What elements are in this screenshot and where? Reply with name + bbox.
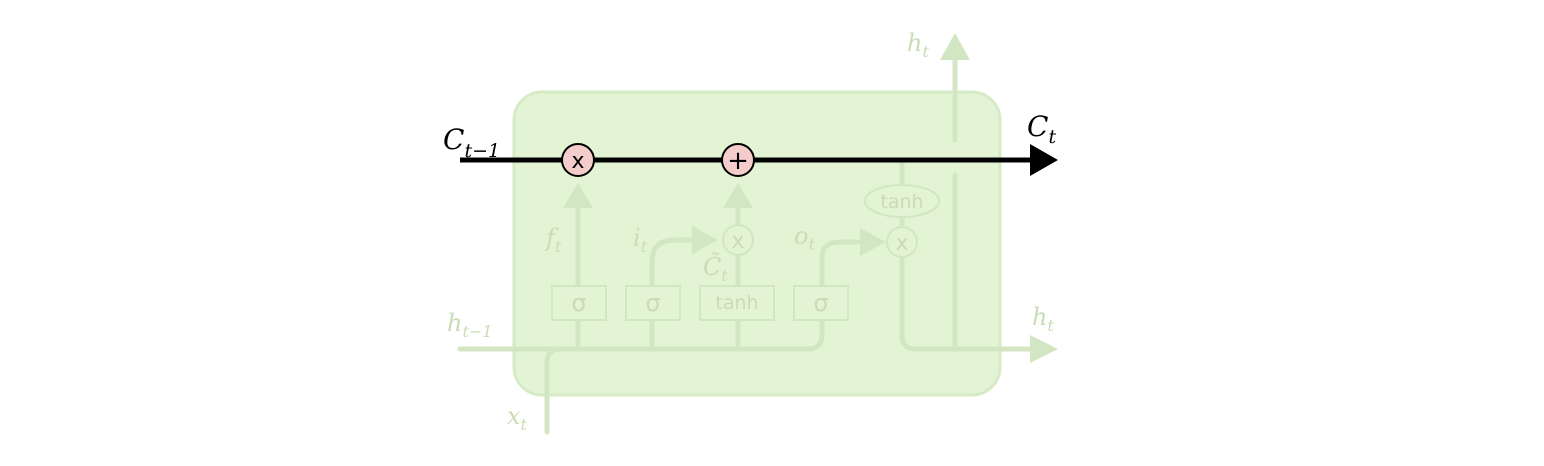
i-t-label: it — [633, 224, 648, 256]
h-prev-label: ht−1 — [447, 309, 492, 341]
output-gate: σ — [793, 285, 849, 321]
arrow-h-top — [940, 33, 970, 60]
output-tanh-label: tanh — [880, 191, 923, 213]
c-t-label: Ct — [1027, 110, 1056, 148]
c-prev-label: Ct−1 — [443, 123, 500, 162]
output-multiply-symbol: x — [895, 231, 908, 256]
state-add-op: + — [721, 143, 755, 177]
cell-state-arrowhead — [1030, 144, 1058, 176]
h-top-label: ht — [907, 29, 929, 61]
forget-gate-label: σ — [571, 289, 586, 317]
faint-pointwise-ops: x x — [722, 224, 918, 258]
x-t-label: xt — [507, 402, 528, 434]
arrow-output-right — [860, 228, 886, 256]
arrow-h-right — [1030, 335, 1058, 363]
candidate-gate: tanh — [699, 285, 775, 321]
input-gate-label: σ — [645, 289, 660, 317]
faint-labels: ht ht−1 ht xt ft it C̃t ot — [447, 29, 1054, 434]
input-multiply-symbol: x — [731, 229, 744, 254]
output-gate-label: σ — [813, 289, 828, 317]
candidate-gate-label: tanh — [715, 292, 758, 314]
state-add-symbol: + — [727, 146, 749, 176]
output-multiply-op: x — [886, 226, 918, 258]
forget-multiply-op: x — [561, 143, 595, 177]
c-tilde-label: C̃t — [703, 253, 728, 285]
o-t-label: ot — [794, 222, 815, 254]
output-to-h-line — [899, 255, 1033, 352]
x-t-line — [544, 346, 563, 435]
gates: σ σ tanh σ tanh — [551, 184, 940, 321]
h-right-label: ht — [1032, 303, 1054, 335]
input-gate-line — [649, 237, 697, 352]
arrow-forget-up — [563, 183, 593, 208]
arrow-input-right — [692, 226, 718, 254]
forget-multiply-symbol: x — [571, 149, 584, 174]
arrow-add-up — [723, 183, 753, 208]
internal-connections — [457, 55, 1033, 435]
input-gate: σ — [625, 285, 681, 321]
output-tanh: tanh — [864, 184, 940, 218]
input-multiply-op: x — [722, 224, 754, 256]
forget-gate: σ — [551, 285, 607, 321]
faint-arrowheads — [563, 33, 1058, 363]
